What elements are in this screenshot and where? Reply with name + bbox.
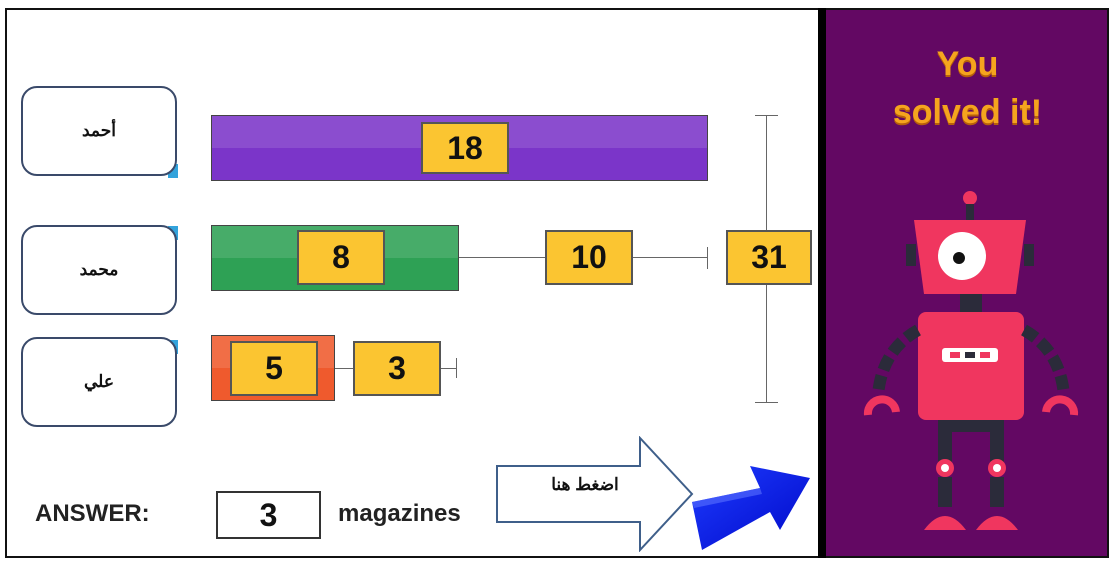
- bracket-top-cap: [755, 115, 778, 116]
- name-label: أحمد: [82, 121, 116, 140]
- arrow-callout-icon[interactable]: [495, 436, 695, 552]
- name-tag-ahmed[interactable]: أحمد: [21, 86, 177, 176]
- arrow-right-icon[interactable]: [680, 450, 815, 555]
- value-box-3[interactable]: 3: [353, 341, 441, 396]
- value-box-5[interactable]: 5: [230, 341, 318, 396]
- headline-line-1: You: [936, 45, 999, 83]
- success-headline: You solved it!: [835, 40, 1100, 136]
- extension-line: [459, 257, 545, 258]
- name-tag-ali[interactable]: علي: [21, 337, 177, 427]
- extension-line: [633, 257, 708, 258]
- answer-input[interactable]: 3: [216, 491, 321, 539]
- total-box[interactable]: 31: [726, 230, 812, 285]
- name-label: علي: [84, 372, 114, 391]
- name-tag-mohammed[interactable]: محمد: [21, 225, 177, 315]
- bracket-bottom-cap: [755, 402, 778, 403]
- panel-divider: [818, 8, 828, 558]
- extension-line: [335, 368, 353, 369]
- answer-unit: magazines: [338, 500, 461, 527]
- value-box-18[interactable]: 18: [421, 122, 509, 174]
- name-label: محمد: [79, 260, 119, 279]
- value-box-8[interactable]: 8: [297, 230, 385, 285]
- answer-label: ANSWER:: [35, 500, 150, 527]
- end-tick: [707, 247, 708, 269]
- end-tick: [456, 358, 457, 378]
- tag-shadow: [168, 164, 178, 178]
- headline-line-2: solved it!: [892, 93, 1043, 131]
- robot-icon: [863, 191, 1079, 530]
- value-box-10[interactable]: 10: [545, 230, 633, 285]
- extension-line: [441, 368, 456, 369]
